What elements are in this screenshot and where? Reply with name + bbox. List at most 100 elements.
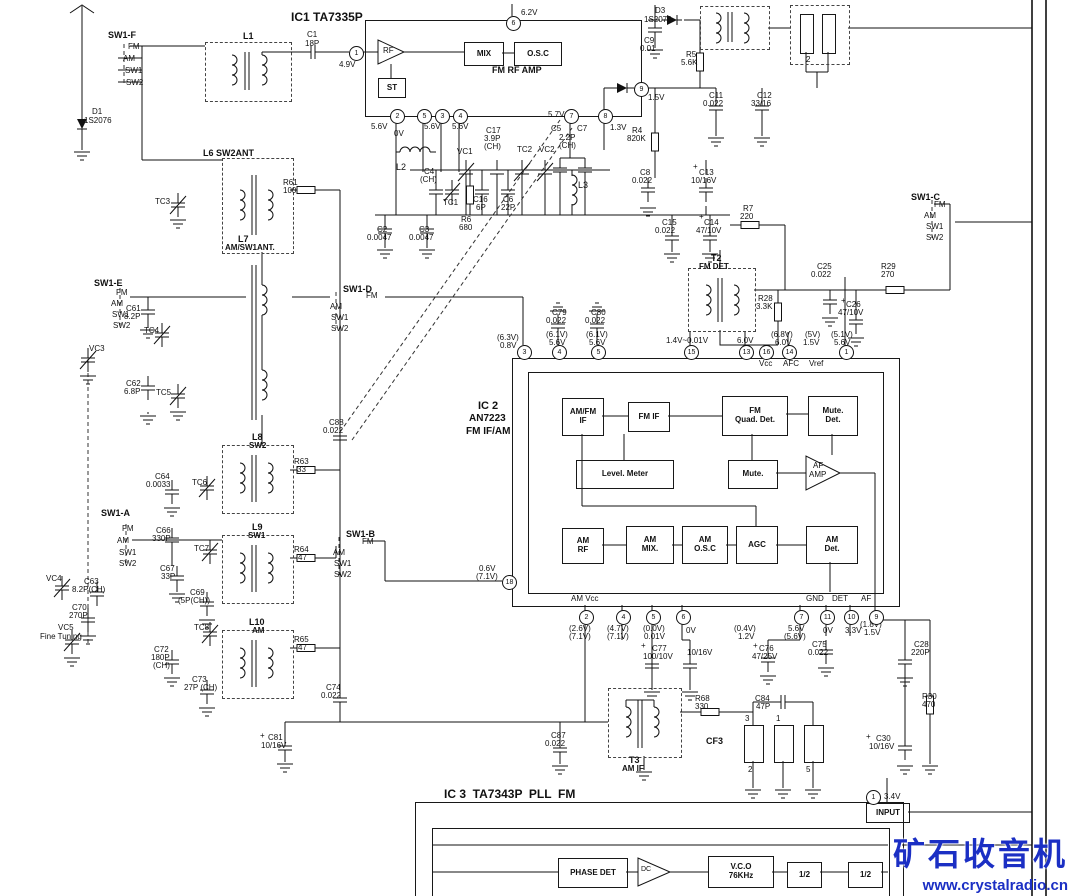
schematic-label: C7	[577, 124, 588, 133]
schematic-label: SW1	[334, 559, 352, 568]
schematic-label: FM IF/AM	[466, 426, 511, 437]
block-l10-can	[222, 630, 294, 699]
schematic-label: 0.022	[546, 316, 567, 325]
schematic-label: 0V	[823, 626, 833, 635]
schematic-label: SW1	[331, 313, 349, 322]
block-fm-quad-det: FM Quad. Det.	[722, 396, 788, 436]
schematic-label: TC4	[144, 326, 160, 335]
schematic-label: AF	[861, 594, 872, 603]
schematic-label: (7.1V)	[607, 632, 629, 641]
schematic-label: IC 3 TA7343P PLL FM	[444, 787, 576, 801]
schematic-label: SW1	[112, 310, 130, 319]
schematic-label: AN7223	[469, 413, 506, 424]
schematic-label: 47	[298, 643, 307, 652]
schematic-label: 6.8P	[124, 387, 141, 396]
schematic-label: 0.022	[703, 99, 724, 108]
schematic-label: R6	[461, 215, 472, 224]
schematic-label: SW2	[119, 559, 137, 568]
block-cf3-a	[744, 725, 764, 763]
schematic-label: SW1-A	[101, 508, 130, 518]
schematic-label: 3.4V	[884, 792, 901, 801]
schematic-label: 0.0047	[367, 233, 392, 242]
schematic-label: TC3	[155, 197, 171, 206]
schematic-label: FM DET	[699, 262, 729, 271]
schematic-label: (5V)	[805, 330, 821, 339]
schematic-label: (6.1V)	[586, 330, 608, 339]
schematic-label: SW1-C	[911, 192, 940, 202]
schematic-label: TC1	[443, 198, 459, 207]
schematic-label: 47/10V	[838, 308, 864, 317]
schematic-label: C8	[640, 168, 651, 177]
block-mute: Mute.	[728, 460, 778, 489]
pin-9: 9	[634, 82, 649, 97]
schematic-label: 5.6V	[834, 338, 851, 347]
schematic-label: 1	[776, 714, 781, 723]
schematic-label: SW2	[126, 78, 144, 87]
pin-7: 7	[794, 610, 809, 625]
watermark-url: www.crystalradio.cn	[922, 877, 1068, 894]
gang-links	[87, 44, 933, 645]
schematic-label: TC6	[192, 478, 208, 487]
schematic-label: (CH)	[559, 141, 576, 150]
schematic-label: C1	[307, 30, 318, 39]
block-mute-det: Mute. Det.	[808, 396, 858, 436]
schematic-label: 10/16V	[687, 648, 713, 657]
schematic-label: FM	[128, 42, 140, 51]
block-t3-can	[608, 688, 682, 758]
schematic-label: 1.5V	[864, 628, 881, 637]
schematic-label: 1.2V	[738, 632, 755, 641]
block-xtal1	[800, 14, 814, 54]
schematic-label: R29	[881, 262, 896, 271]
schematic-label: (6.1V)	[546, 330, 568, 339]
pin-4: 4	[552, 345, 567, 360]
schematic-label: FM	[116, 288, 128, 297]
schematic-label: SW1	[926, 222, 944, 231]
block-ic2	[512, 358, 900, 607]
block-vco: V.C.O 76KHz	[708, 856, 774, 888]
schematic-label: VC3	[89, 344, 105, 353]
schematic-label: 0.022	[545, 739, 566, 748]
schematic-label: 8.2P(CH)	[72, 585, 106, 594]
schematic-label: 0.8V	[500, 341, 517, 350]
schematic-label: 100/10V	[643, 652, 673, 661]
pin-1: 1	[839, 345, 854, 360]
schematic-label: AM	[333, 548, 345, 557]
schematic-label: 470	[922, 700, 936, 709]
schematic-label: 10/16V	[691, 176, 717, 185]
schematic-label: 6.0V	[775, 338, 792, 347]
block-mix: MIX	[464, 42, 504, 66]
schematic-label: TC5	[156, 388, 172, 397]
schematic-label: 3.3K	[756, 302, 773, 311]
schematic-label: 180P	[151, 653, 170, 662]
block-l9-can	[222, 535, 294, 604]
schematic-label: (6.8V)	[771, 330, 793, 339]
schematic-label: 47P	[756, 702, 771, 711]
schematic-label: SW1-B	[346, 529, 375, 539]
schematic-label: CF3	[706, 736, 724, 746]
schematic-label: FM	[366, 291, 378, 300]
schematic-label: DC	[641, 866, 652, 873]
schematic-label: FM RF AMP	[492, 65, 542, 75]
schematic-label: 0.022	[632, 176, 653, 185]
schematic-label: C4	[424, 167, 435, 176]
block-am-mix: AM MIX.	[626, 526, 674, 564]
schematic-label: 6P	[476, 203, 486, 212]
schematic-label: +	[693, 162, 698, 171]
schematic-label: AMP	[809, 470, 827, 479]
block-level-meter: Level. Meter	[576, 460, 674, 489]
schematic-label: T2	[711, 253, 722, 263]
schematic-label: SW2	[249, 441, 267, 450]
block-fm-if: FM IF	[628, 402, 670, 432]
schematic-label: TC7	[194, 544, 210, 553]
schematic-label: 0.022	[655, 226, 676, 235]
schematic-label: C79	[552, 308, 567, 317]
block-agc: AGC	[736, 526, 778, 564]
pin-1: 1	[866, 790, 881, 805]
schematic-label: +	[866, 732, 871, 741]
schematic-label: AM	[117, 536, 129, 545]
schematic-label: 1.3V	[610, 123, 627, 132]
schematic-label: 0.01	[640, 44, 656, 53]
pin-4: 4	[453, 109, 468, 124]
schematic-label: C77	[652, 644, 667, 653]
schematic-label: 1S2076	[84, 116, 112, 125]
